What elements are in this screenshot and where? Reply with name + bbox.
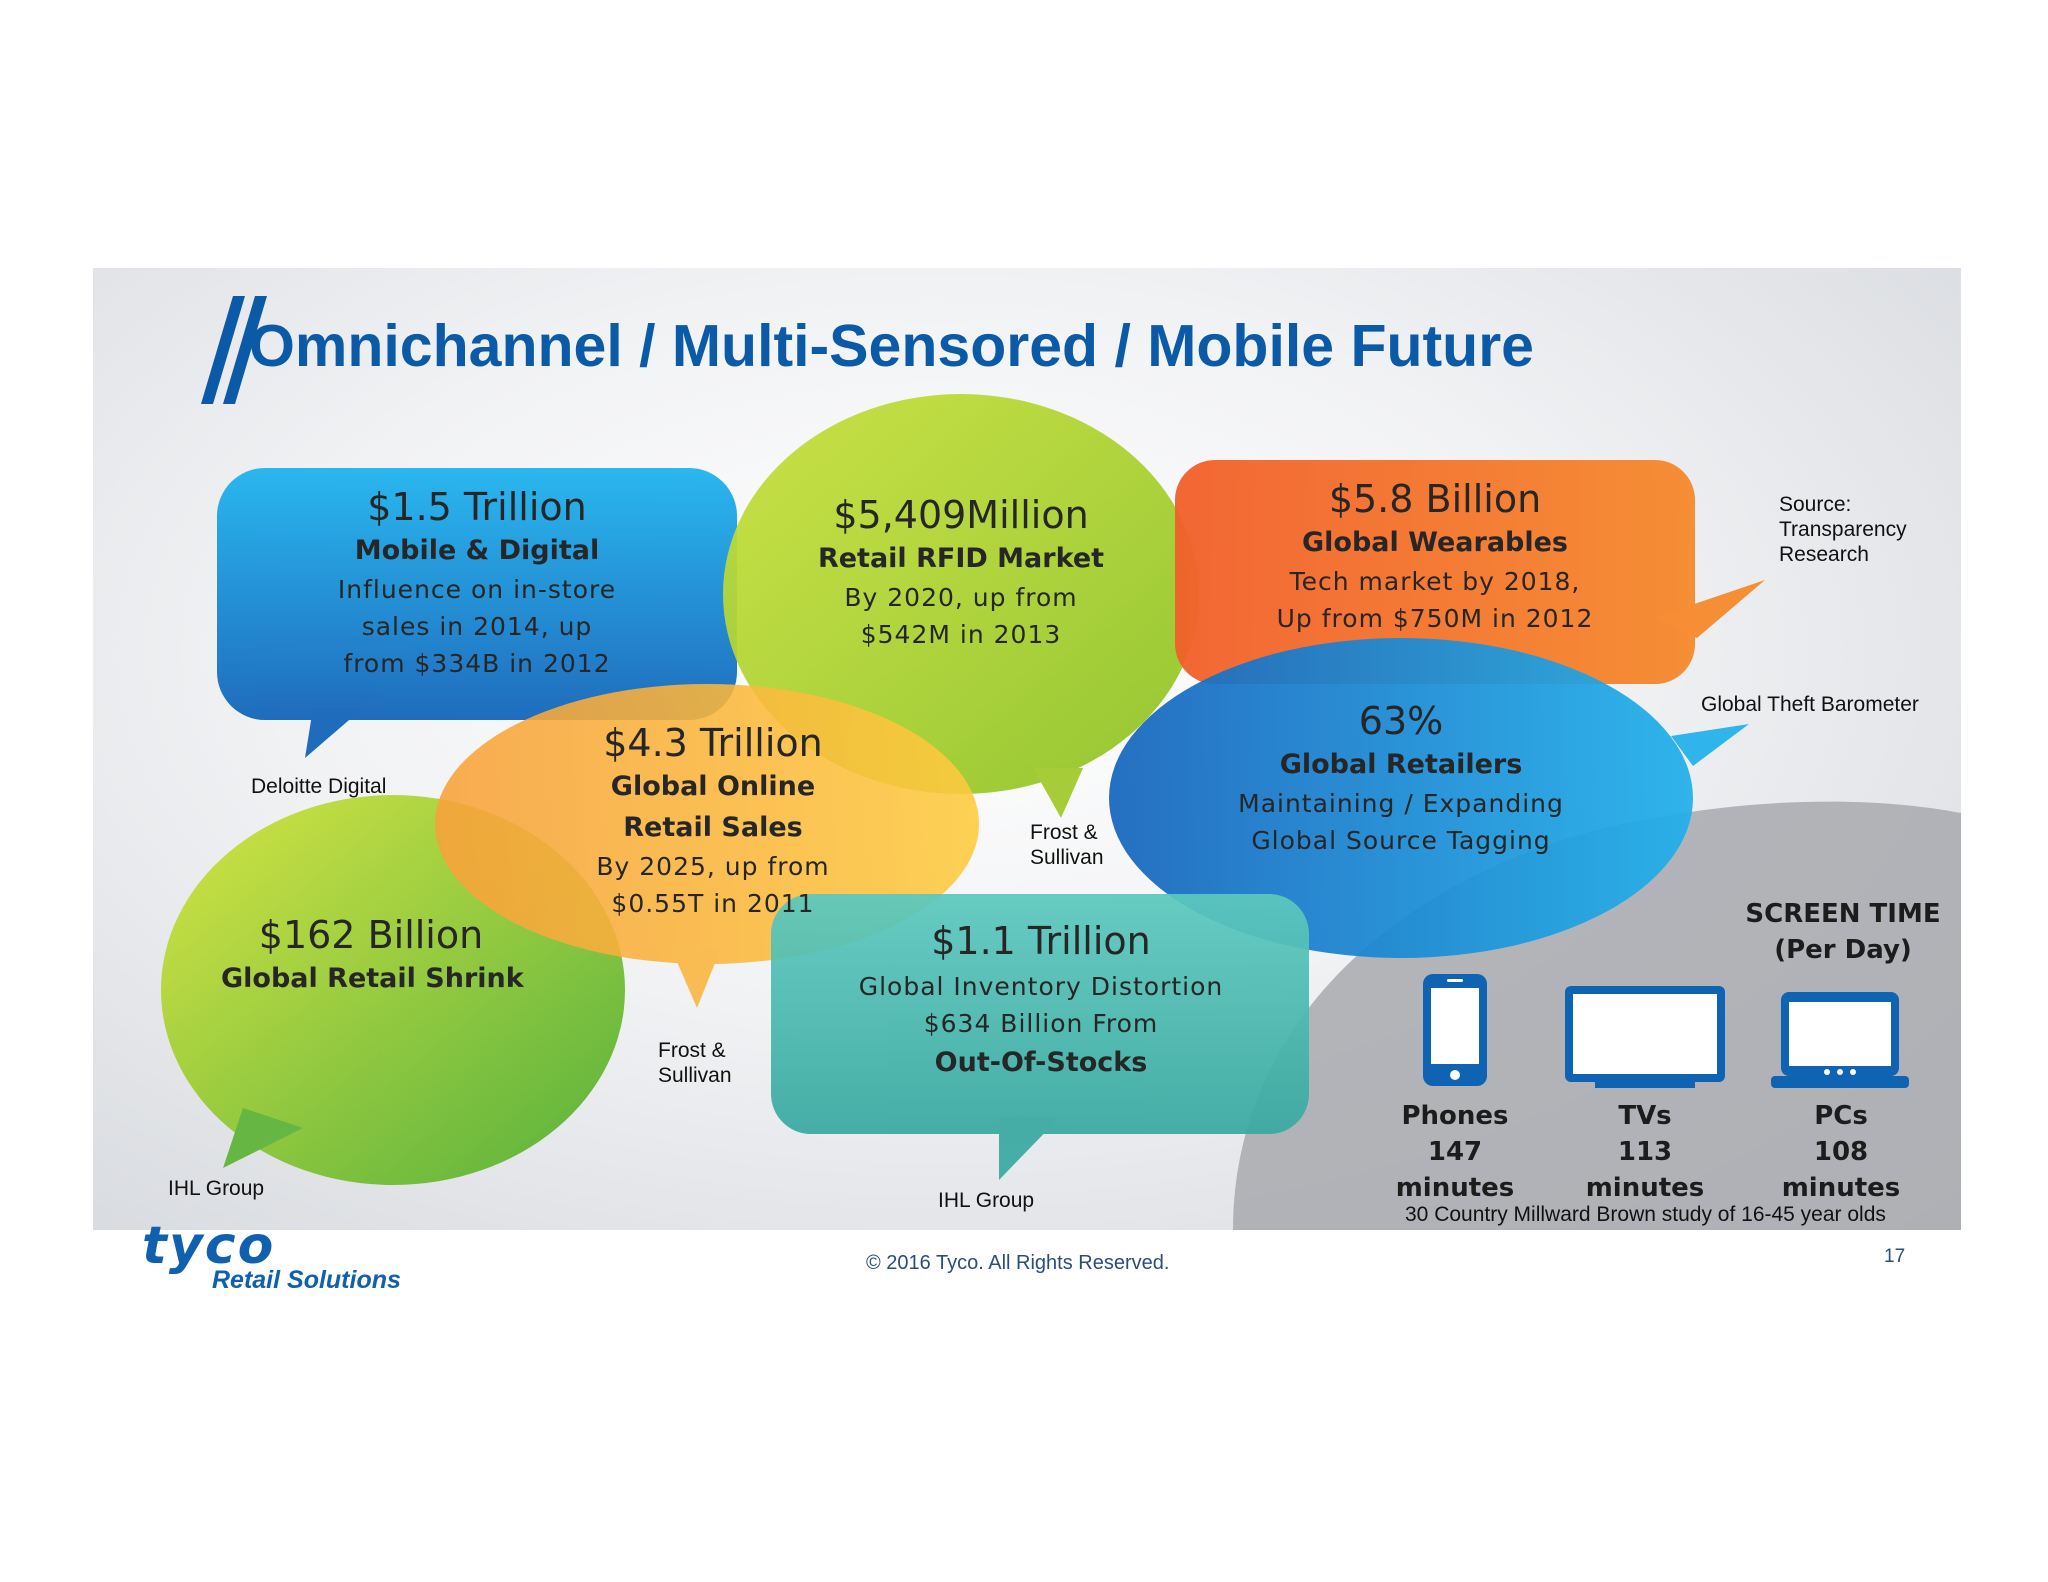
retailers-source: Global Theft Barometer bbox=[1701, 693, 1919, 716]
tyco-logo: tyco Retail Solutions bbox=[142, 1218, 432, 1294]
logo-subtitle: Retail Solutions bbox=[212, 1266, 401, 1294]
shrink-source: IHL Group bbox=[168, 1177, 265, 1200]
inventory-line: Global Inventory Distortion bbox=[858, 972, 1224, 1001]
retailers-headline: 63% bbox=[1358, 699, 1444, 743]
device-unit: minutes bbox=[1395, 1173, 1515, 1203]
online-headline: $4.3 Trillion bbox=[603, 721, 823, 765]
device-name: TVs bbox=[1618, 1101, 1672, 1131]
inventory-bubble: $1.1 Trillion Global Inventory Distortio… bbox=[841, 918, 1241, 1083]
slide-panel: Omnichannel / Multi-Sensored / Mobile Fu… bbox=[93, 268, 1961, 1230]
mobile-headline: $1.5 Trillion bbox=[367, 485, 587, 529]
online-subhead: Global Online bbox=[610, 771, 816, 802]
online-line: $0.55T in 2011 bbox=[611, 889, 815, 918]
wearables-bubble-shape bbox=[1175, 460, 1765, 684]
mobile-subhead: Mobile & Digital bbox=[354, 535, 600, 566]
rfid-subhead: Retail RFID Market bbox=[817, 543, 1105, 574]
wearables-subhead: Global Wearables bbox=[1301, 527, 1569, 558]
retailers-subhead: Global Retailers bbox=[1279, 749, 1523, 780]
pcs-stat: PCs 108 minutes bbox=[1756, 1098, 1926, 1206]
page-number: 17 bbox=[1884, 1246, 1906, 1267]
tvs-stat: TVs 113 minutes bbox=[1560, 1098, 1730, 1206]
screen-time-note: 30 Country Millward Brown study of 16-45… bbox=[1405, 1203, 1886, 1226]
rfid-line: $542M in 2013 bbox=[860, 620, 1062, 649]
device-name: Phones bbox=[1401, 1101, 1509, 1131]
retailers-line: Maintaining / Expanding bbox=[1238, 789, 1564, 818]
mobile-source: Deloitte Digital bbox=[251, 775, 387, 798]
shrink-headline: $162 Billion bbox=[258, 913, 484, 957]
shrink-bubble: $162 Billion Global Retail Shrink bbox=[221, 912, 524, 999]
online-line: By 2025, up from bbox=[596, 852, 830, 881]
wearables-source: Source: Transparency Research bbox=[1779, 493, 1907, 566]
title-slash-1 bbox=[201, 296, 245, 404]
retailers-bubble: 63% Global Retailers Maintaining / Expan… bbox=[1201, 698, 1601, 859]
shrink-subhead: Global Retail Shrink bbox=[221, 963, 524, 994]
screen-time-title: SCREEN TIME (Per Day) bbox=[1745, 899, 1941, 965]
speech-bubbles-graphic bbox=[161, 296, 1961, 1230]
wearables-line: Tech market by 2018, bbox=[1289, 567, 1581, 596]
inventory-line: $634 Billion From bbox=[923, 1009, 1159, 1038]
inventory-headline: $1.1 Trillion bbox=[931, 919, 1151, 963]
online-source: Frost & Sullivan bbox=[658, 1039, 732, 1087]
online-bubble: $4.3 Trillion Global Online Retail Sales… bbox=[563, 720, 863, 922]
tv-icon bbox=[1565, 986, 1725, 1088]
online-subhead: Retail Sales bbox=[623, 812, 803, 843]
inventory-subhead: Out-Of-Stocks bbox=[934, 1047, 1148, 1078]
mobile-line: from $334B in 2012 bbox=[343, 649, 611, 678]
mobile-bubble-shape bbox=[217, 468, 737, 758]
rfid-bubble: $5,409Million Retail RFID Market By 2020… bbox=[801, 492, 1121, 653]
wearables-line: Up from $750M in 2012 bbox=[1276, 604, 1594, 633]
retailers-line: Global Source Tagging bbox=[1251, 826, 1551, 855]
rfid-headline: $5,409Million bbox=[833, 493, 1089, 537]
device-value: 113 bbox=[1617, 1137, 1673, 1167]
mobile-bubble: $1.5 Trillion Mobile & Digital Influence… bbox=[277, 484, 677, 682]
phone-icon bbox=[1423, 974, 1487, 1086]
rfid-bubble-shape bbox=[723, 394, 1199, 818]
page-title: Omnichannel / Multi-Sensored / Mobile Fu… bbox=[249, 313, 1534, 379]
wearables-headline: $5.8 Billion bbox=[1328, 477, 1542, 521]
laptop-icon bbox=[1771, 992, 1909, 1088]
inventory-bubble-shape bbox=[771, 894, 1309, 1180]
inventory-source: IHL Group bbox=[938, 1189, 1035, 1212]
device-unit: minutes bbox=[1781, 1173, 1901, 1203]
copyright-text: © 2016 Tyco. All Rights Reserved. bbox=[866, 1252, 1170, 1274]
retailers-bubble-shape bbox=[1109, 638, 1749, 958]
rfid-source: Frost & Sullivan bbox=[1030, 821, 1104, 869]
device-value: 108 bbox=[1813, 1137, 1869, 1167]
device-unit: minutes bbox=[1585, 1173, 1705, 1203]
mobile-line: Influence on in-store bbox=[337, 575, 617, 604]
rfid-line: By 2020, up from bbox=[844, 583, 1078, 612]
wearables-bubble: $5.8 Billion Global Wearables Tech marke… bbox=[1205, 476, 1665, 637]
device-name: PCs bbox=[1814, 1101, 1868, 1131]
mobile-line: sales in 2014, up bbox=[361, 612, 593, 641]
phones-stat: Phones 147 minutes bbox=[1370, 1098, 1540, 1206]
logo-wordmark: tyco bbox=[142, 1216, 276, 1276]
device-value: 147 bbox=[1427, 1137, 1483, 1167]
title-slash-2 bbox=[223, 296, 267, 404]
